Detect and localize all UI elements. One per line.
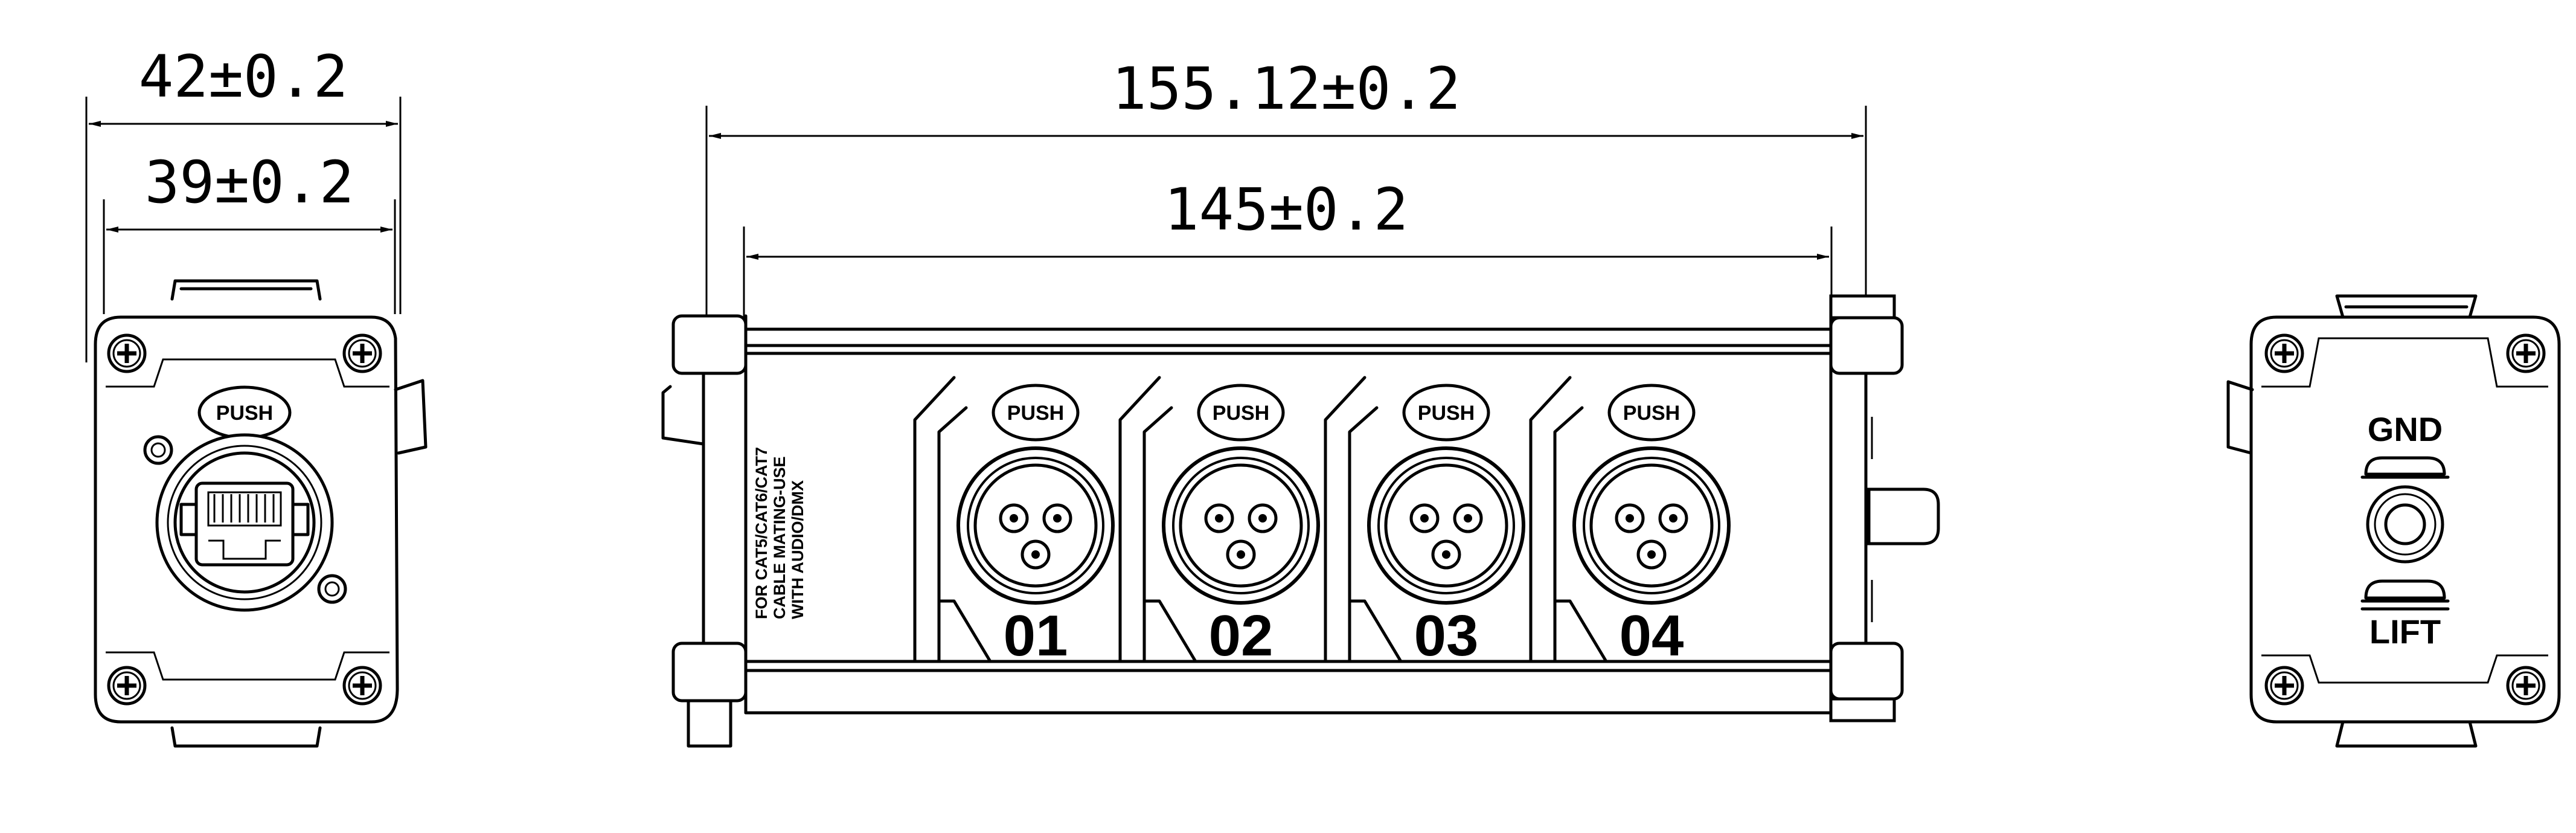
svg-text:PUSH: PUSH: [1007, 402, 1064, 425]
right-bottom-clamp: [2335, 720, 2478, 748]
port-frames: [913, 376, 1608, 663]
left-end-cap: [661, 314, 748, 748]
xlr-port-01: PUSH 01: [958, 384, 1113, 668]
right-top-clamp: [2335, 294, 2478, 319]
svg-text:WITH AUDIO/DMX: WITH AUDIO/DMX: [789, 480, 807, 619]
xlr-port-02: PUSH 02: [1164, 384, 1318, 668]
left-bottom-clamp: [170, 726, 322, 748]
svg-text:PUSH: PUSH: [1213, 402, 1269, 425]
screw-icon: [344, 335, 380, 371]
svg-text:FOR CAT5/CAT6/CAT7: FOR CAT5/CAT6/CAT7: [752, 447, 771, 619]
screw-icon: [109, 667, 145, 704]
left-outer-dimension-label: 42±0.2: [139, 43, 348, 111]
left-side-latch: [394, 379, 428, 455]
port-number: 03: [1414, 603, 1479, 668]
lift-label: LIFT: [2369, 613, 2441, 651]
center-inner-dimension-label: 145±0.2: [1164, 176, 1409, 243]
ground-lift-switch: [2366, 485, 2444, 564]
screw-icon: [2508, 335, 2544, 371]
mount-hole-icon: [317, 574, 347, 604]
right-end-view: GND LIFT: [2226, 294, 2561, 748]
xlr-port-03: PUSH 03: [1369, 384, 1523, 668]
right-side-latch: [2226, 380, 2254, 455]
mount-hole-icon: [143, 435, 173, 465]
xlr-connector-icon: [958, 448, 1113, 603]
push-tab: [992, 384, 1080, 442]
svg-text:PUSH: PUSH: [1623, 402, 1680, 425]
center-dimension-outer: 155.12±0.2: [705, 55, 1867, 362]
center-front-view: 155.12±0.2 145±0.2: [661, 55, 1940, 748]
left-inner-dimension-label: 39±0.2: [145, 149, 354, 216]
gnd-switch-cap: [2364, 456, 2446, 476]
left-end-view: 42±0.2 39±0.2 PUSH: [85, 43, 428, 748]
port-number: 01: [1004, 603, 1068, 668]
right-body-outline: [2249, 315, 2561, 724]
push-tab: [1402, 384, 1490, 442]
port-number: 02: [1209, 603, 1274, 668]
push-tab: [1197, 384, 1285, 442]
left-dimension-inner: 39±0.2: [103, 149, 396, 314]
screw-icon: [109, 335, 145, 371]
screw-icon: [2266, 667, 2302, 704]
xlr-connector-icon: [1164, 448, 1318, 603]
rj45-connector: [155, 433, 334, 612]
lift-switch-cap: [2364, 579, 2446, 600]
gnd-label: GND: [2368, 410, 2443, 448]
side-knob: [1867, 487, 1940, 545]
screw-icon: [344, 667, 380, 704]
center-outer-dimension-label: 155.12±0.2: [1112, 55, 1461, 123]
xlr-port-04: PUSH 04: [1574, 384, 1729, 668]
port-number: 04: [1620, 603, 1684, 668]
svg-text:PUSH: PUSH: [1418, 402, 1475, 425]
screw-icon: [2266, 335, 2302, 371]
screw-icon: [2508, 667, 2544, 704]
side-label: FOR CAT5/CAT6/CAT7 CABLE MATING-USE WITH…: [752, 447, 807, 619]
center-dimension-inner: 145±0.2: [743, 176, 1833, 332]
right-end-cap: [1829, 294, 1940, 722]
xlr-connector-icon: [1369, 448, 1523, 603]
push-label: PUSH: [216, 402, 273, 425]
svg-text:CABLE MATING-USE: CABLE MATING-USE: [771, 457, 789, 620]
xlr-connector-icon: [1574, 448, 1729, 603]
left-body-outline: [94, 315, 399, 724]
main-body-rails: [744, 327, 1833, 715]
push-tab: [1607, 384, 1696, 442]
left-dimension-outer: 42±0.2: [85, 43, 402, 362]
left-top-clamp: [170, 279, 322, 301]
